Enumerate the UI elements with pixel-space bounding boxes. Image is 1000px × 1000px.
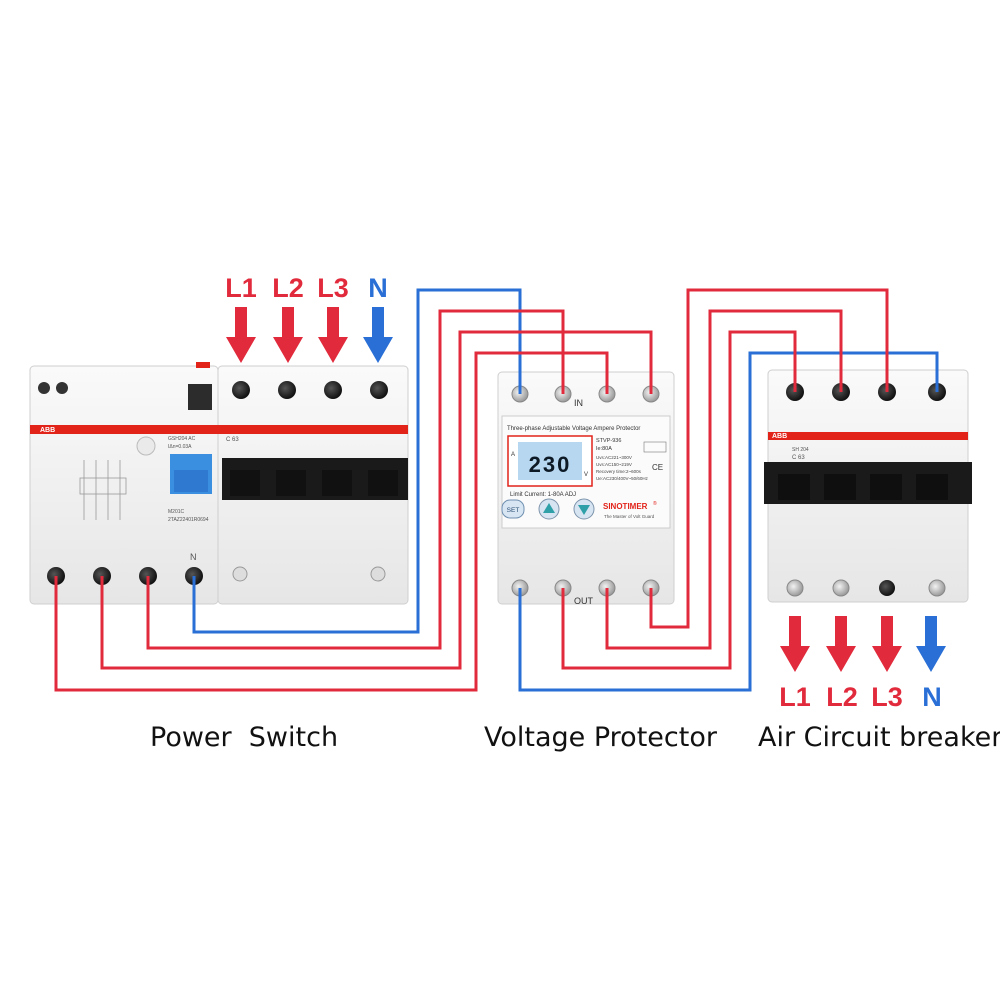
test-window bbox=[188, 384, 212, 410]
rating-text: C 63 bbox=[792, 455, 805, 461]
spec-line: Uvs:AC150~219V bbox=[596, 462, 632, 467]
arrow-down-icon bbox=[363, 307, 393, 363]
output-label-n: N bbox=[922, 682, 942, 712]
down-button[interactable] bbox=[573, 498, 595, 520]
serial-text: 2TAZ22401R0694 bbox=[168, 517, 209, 523]
arrow-down-icon bbox=[780, 616, 810, 672]
slogan: The Master of Volt Guard bbox=[604, 514, 655, 519]
code-text: M201C bbox=[168, 509, 185, 515]
wire-l1-out bbox=[561, 330, 797, 670]
abb-stripe bbox=[30, 425, 408, 434]
set-button[interactable]: SET bbox=[501, 499, 525, 519]
model-text: STVP-936 bbox=[596, 438, 621, 444]
output-label-l2: L2 bbox=[826, 682, 858, 712]
lcd-screen bbox=[518, 442, 582, 480]
wire-l3-out bbox=[649, 288, 889, 629]
output-label-l1: L1 bbox=[779, 682, 811, 712]
abb-stripe bbox=[768, 432, 968, 440]
wire-l2-out bbox=[605, 309, 843, 650]
air-circuit-breaker: ABB SH 204 C 63 bbox=[764, 369, 972, 603]
voltage-protector: IN OUT Three-phase Adjustable Voltage Am… bbox=[497, 371, 675, 606]
input-label-l1: L1 bbox=[225, 273, 257, 303]
in-label: IN bbox=[574, 398, 583, 408]
ce-mark: CE bbox=[652, 463, 663, 472]
output-label-l3: L3 bbox=[871, 682, 903, 712]
rating-text: IΔn=0.03A bbox=[168, 444, 192, 450]
spec-line: Recovery time:2~600s bbox=[596, 469, 642, 474]
abb-logo: ABB bbox=[772, 433, 787, 440]
arrow-down-icon bbox=[826, 616, 856, 672]
limit-current: Limit Current: 1-80A ADJ bbox=[510, 492, 576, 498]
wire-l2-in bbox=[100, 330, 653, 670]
power-switch: ABB GSH204 AC IΔn=0.03A M201C 2TAZ22401R… bbox=[29, 362, 409, 605]
lcd-unit-left: A bbox=[511, 452, 515, 458]
brand-logo: SINOTIMER bbox=[603, 502, 648, 511]
input-label-l3: L3 bbox=[317, 273, 349, 303]
circuit-schematic bbox=[79, 460, 127, 520]
registered-mark: ® bbox=[653, 500, 657, 507]
input-label-n: N bbox=[368, 273, 388, 303]
voltage-protector-caption: Voltage Protector bbox=[484, 722, 717, 753]
down-arrow-icon bbox=[578, 505, 590, 515]
abb-logo: ABB bbox=[40, 427, 55, 434]
top-terminals bbox=[232, 381, 388, 399]
out-label: OUT bbox=[574, 596, 594, 606]
air-breaker-caption: Air Circuit breaker bbox=[758, 722, 1000, 753]
spec-line: Uvs:AC221~300V bbox=[596, 455, 632, 460]
acb-bottom-terminals bbox=[786, 579, 946, 597]
wire-l3-in bbox=[146, 309, 565, 650]
test-button[interactable] bbox=[136, 436, 156, 456]
output-labels: L1 L2 L3 N bbox=[779, 616, 946, 712]
wire-neutral-in bbox=[192, 288, 522, 634]
breaker-rating: C 63 bbox=[226, 437, 239, 443]
wiring bbox=[54, 288, 939, 692]
lcd-unit-right: V bbox=[584, 472, 588, 478]
set-label: SET bbox=[507, 507, 520, 514]
indicator-dot bbox=[38, 382, 50, 394]
wire-l1-in bbox=[54, 351, 609, 692]
neutral-mark: N bbox=[190, 552, 197, 562]
arrow-down-icon bbox=[273, 307, 303, 363]
arrow-down-icon bbox=[916, 616, 946, 672]
model-text: GSH204 AC bbox=[168, 436, 196, 442]
indicator-dot bbox=[56, 382, 68, 394]
arrow-down-icon bbox=[226, 307, 256, 363]
schematic-box bbox=[643, 441, 667, 453]
input-labels: L1 L2 L3 N bbox=[225, 273, 393, 363]
current-text: Ie:80A bbox=[596, 446, 612, 452]
input-label-l2: L2 bbox=[272, 273, 304, 303]
model-text: SH 204 bbox=[792, 447, 809, 453]
power-switch-caption: Power Switch bbox=[150, 722, 339, 753]
wire-neutral-out bbox=[518, 351, 939, 692]
spec-line: Ue:AC230/400V~50/60Hz bbox=[596, 476, 649, 481]
panel-header: Three-phase Adjustable Voltage Ampere Pr… bbox=[507, 426, 640, 432]
arrow-down-icon bbox=[872, 616, 902, 672]
up-arrow-icon bbox=[543, 503, 555, 513]
arrow-down-icon bbox=[318, 307, 348, 363]
up-button[interactable] bbox=[538, 498, 560, 520]
lcd-reading: 230 bbox=[529, 452, 572, 477]
